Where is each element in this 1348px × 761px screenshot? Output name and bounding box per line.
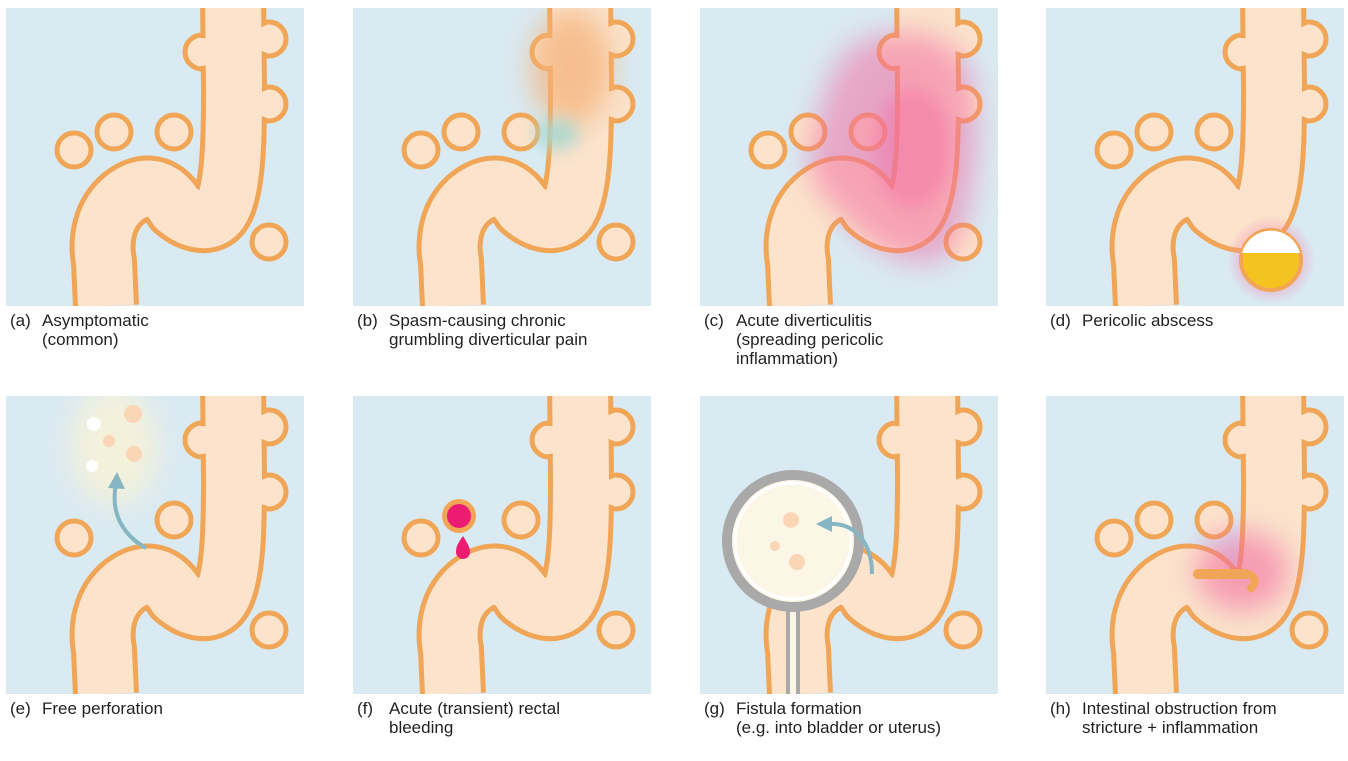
- panel-letter: (d): [1050, 311, 1071, 330]
- panel-letter: (b): [357, 311, 378, 330]
- panel-caption-text: Acute (transient) rectal bleeding: [389, 699, 649, 737]
- panel-b: (b) Spasm-causing chronic grumbling dive…: [353, 8, 651, 373]
- panel-caption-text: Asymptomatic (common): [42, 311, 302, 349]
- panel-caption-text: Acute diverticulitis (spreading pericoli…: [736, 311, 996, 368]
- illustration-rectal-bleeding: [353, 396, 651, 694]
- illustration-intestinal-obstruction: [1046, 396, 1344, 694]
- illustration-free-perforation: [6, 396, 304, 694]
- illustration-asymptomatic: [6, 8, 304, 306]
- panel-caption-text: Free perforation: [42, 699, 302, 718]
- illustration-pericolic-abscess: [1046, 8, 1344, 306]
- panel-caption-text: Pericolic abscess: [1082, 311, 1342, 330]
- panel-a: (a) Asymptomatic (common): [6, 8, 304, 373]
- illustration-fistula-formation: [700, 396, 998, 694]
- panel-letter: (c): [704, 311, 724, 330]
- panel-caption-text: Intestinal obstruction from stricture + …: [1082, 699, 1342, 737]
- panel-letter: (a): [10, 311, 31, 330]
- illustration-acute-diverticulitis: [700, 8, 998, 306]
- panel-letter: (e): [10, 699, 31, 718]
- panel-caption-text: Fistula formation (e.g. into bladder or …: [736, 699, 996, 737]
- panel-h: (h) Intestinal obstruction from strictur…: [1046, 396, 1344, 761]
- panel-d: (d) Pericolic abscess: [1046, 8, 1344, 373]
- panel-caption-text: Spasm-causing chronic grumbling divertic…: [389, 311, 649, 349]
- panel-g: (g) Fistula formation (e.g. into bladder…: [700, 396, 998, 761]
- panel-letter: (h): [1050, 699, 1071, 718]
- panel-letter: (g): [704, 699, 725, 718]
- panel-letter: (f): [357, 699, 373, 718]
- panel-f: (f) Acute (transient) rectal bleeding: [353, 396, 651, 761]
- stricture-inflammation: [1196, 531, 1288, 611]
- panel-e: (e) Free perforation: [6, 396, 304, 761]
- panel-c: (c) Acute diverticulitis (spreading peri…: [700, 8, 998, 373]
- abscess: [1227, 216, 1315, 304]
- illustration-spasm-pain: [353, 8, 651, 306]
